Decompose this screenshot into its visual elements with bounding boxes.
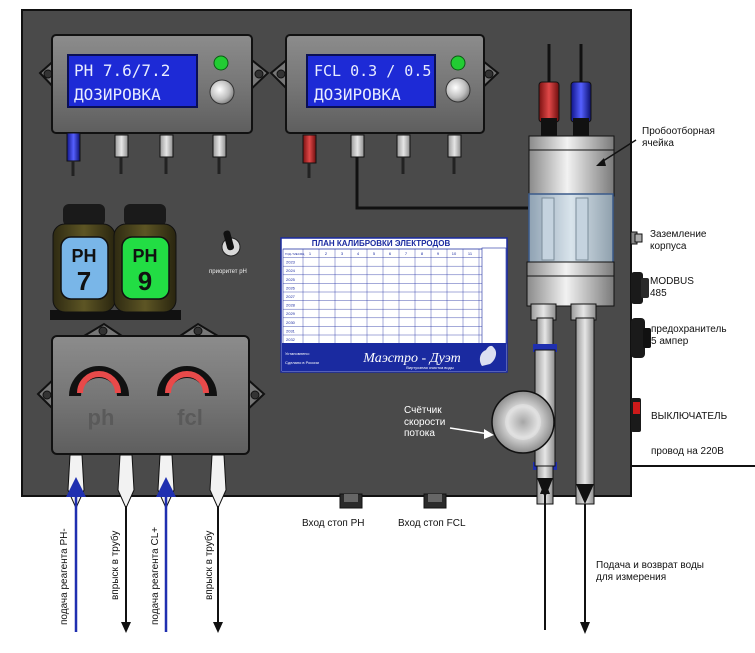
calibration-card-footer: [282, 343, 506, 371]
ph-knob[interactable]: [209, 79, 235, 105]
calibration-month-8: 8: [421, 251, 424, 256]
stop-ph-connector[interactable]: [339, 493, 363, 509]
ph-lcd-line2: ДОЗИРОВКА: [74, 85, 161, 104]
calibration-month-7: 7: [405, 251, 408, 256]
ph-priority-toggle[interactable]: [221, 230, 241, 257]
pump-ph-label: ph: [88, 405, 115, 430]
pump-fcl-label: fcl: [177, 405, 203, 430]
water-out-arrowhead: [580, 622, 590, 634]
calibration-month-3: 3: [341, 251, 344, 256]
ph-status-led: [213, 55, 229, 71]
calibration-year-2023: 2023: [286, 260, 296, 265]
calibration-year-header: ГОД / МЕСЯЦ: [285, 252, 305, 256]
stop-ph-label: Вход стоп PH: [302, 518, 365, 529]
ph-controller-ports: [66, 132, 227, 176]
fuse-label: предохранитель 5 ампер: [651, 324, 727, 347]
calibration-month-11: 11: [468, 251, 473, 256]
fcl-lcd-line1: FCL 0.3 / 0.5: [314, 62, 431, 80]
calibration-footer-left2: Сделано в России: [285, 360, 319, 365]
flow-counter-label: Счётчик скорости потока: [404, 405, 446, 439]
fuse-holder[interactable]: [631, 318, 651, 358]
sample-cell-pointer: [599, 139, 637, 164]
vertical-label-injection-1: впрыск в трубу: [110, 530, 121, 600]
calibration-year-2025: 2025: [286, 277, 296, 282]
calibration-month-4: 4: [357, 251, 360, 256]
fcl-lcd-line2: ДОЗИРОВКА: [314, 85, 401, 104]
water-label: Подача и возврат воды для измерения: [596, 560, 704, 583]
calibration-year-2024: 2024: [286, 268, 296, 273]
sample-cell: [526, 44, 615, 321]
calibration-month-6: 6: [389, 251, 392, 256]
flow-counter-pointer: [449, 427, 490, 435]
modbus-label: MODBUS 485: [650, 276, 694, 299]
wire-label: провод на 220В: [651, 446, 724, 457]
calibration-year-2026: 2026: [286, 285, 296, 290]
calibration-month-10: 10: [452, 251, 457, 256]
calibration-year-2032: 2032: [286, 337, 296, 342]
ph9-bottle-num: 9: [138, 266, 152, 296]
injection-arrowhead-2: [213, 622, 223, 633]
calibration-grid: ГОД / МЕСЯЦ12345678910111220232024202520…: [282, 248, 493, 353]
calibration-year-2031: 2031: [286, 328, 296, 333]
vertical-label-injection-2: впрыск в трубу: [204, 530, 215, 600]
water-pipes: [533, 317, 595, 505]
vertical-label-reagent-ph: подача реагента РН-: [59, 528, 70, 625]
flow-meter: [491, 349, 556, 467]
modbus-connector[interactable]: [631, 272, 649, 304]
calibration-card: ПЛАН КАЛИБРОВКИ ЭЛЕКТРОДОВ ГОД / МЕСЯЦ 1 2…: [280, 237, 508, 373]
flow-counter-pointer-head: [484, 429, 494, 439]
fcl-controller-ports: [302, 134, 528, 210]
ph7-bottle-num: 7: [77, 266, 91, 296]
calibration-month-9: 9: [437, 251, 440, 256]
ph7-bottle-label: [60, 236, 109, 300]
ph-lcd-screen: [67, 54, 198, 108]
stop-fcl-connector[interactable]: [423, 493, 447, 509]
sample-cell-pointer-head: [596, 158, 606, 166]
ph-lcd-line1: PH 7.6/7.2: [74, 61, 170, 80]
power-switch[interactable]: [631, 398, 641, 432]
calibration-brand: Маэстро - Дуэт: [362, 351, 460, 366]
ph9-bottle-top: PH: [132, 246, 157, 266]
calibration-month-5: 5: [373, 251, 376, 256]
water-in-arrowhead: [540, 481, 550, 494]
violin-icon: [479, 345, 497, 366]
calibration-footer-right: Виртуозная очистка воды: [406, 365, 454, 370]
fcl-controller: FCL 0.3 / 0.5 ДОЗИРОВКА: [269, 34, 500, 134]
calibration-year-2027: 2027: [286, 294, 296, 299]
ground-label: Заземление корпуса: [650, 229, 707, 252]
calibration-year-2028: 2028: [286, 303, 296, 308]
calibration-year-2029: 2029: [286, 311, 296, 316]
ph9-bottle-label: [121, 236, 170, 300]
calibration-bottles: PH 7 PH 9: [50, 204, 181, 320]
stop-fcl-label: Вход стоп FCL: [398, 518, 466, 529]
switch-label: ВЫКЛЮЧАТЕЛЬ: [651, 411, 728, 422]
ph7-bottle-top: PH: [71, 246, 96, 266]
calibration-card-title: ПЛАН КАЛИБРОВКИ ЭЛЕКТРОДОВ: [312, 239, 451, 248]
ph-controller: PH 7.6/7.2 ДОЗИРОВКА: [38, 34, 270, 134]
calibration-month-2: 2: [325, 251, 328, 256]
calibration-year-2030: 2030: [286, 320, 296, 325]
dosing-pumps: ph fcl: [36, 322, 266, 455]
calibration-month-1: 1: [309, 251, 312, 256]
calibration-footer-left: Установлено:: [285, 351, 310, 356]
vertical-label-reagent-cl: подача реагента CL+: [150, 526, 161, 625]
ph-priority-label: приоритет pH: [209, 269, 247, 275]
injection-arrowhead-1: [121, 622, 131, 633]
fcl-status-led: [450, 55, 466, 71]
sample-cell-label: Пробоотборная ячейка: [642, 126, 715, 149]
fcl-knob[interactable]: [445, 77, 471, 103]
ground-terminal[interactable]: [630, 231, 643, 245]
fcl-lcd-screen: [306, 54, 436, 108]
